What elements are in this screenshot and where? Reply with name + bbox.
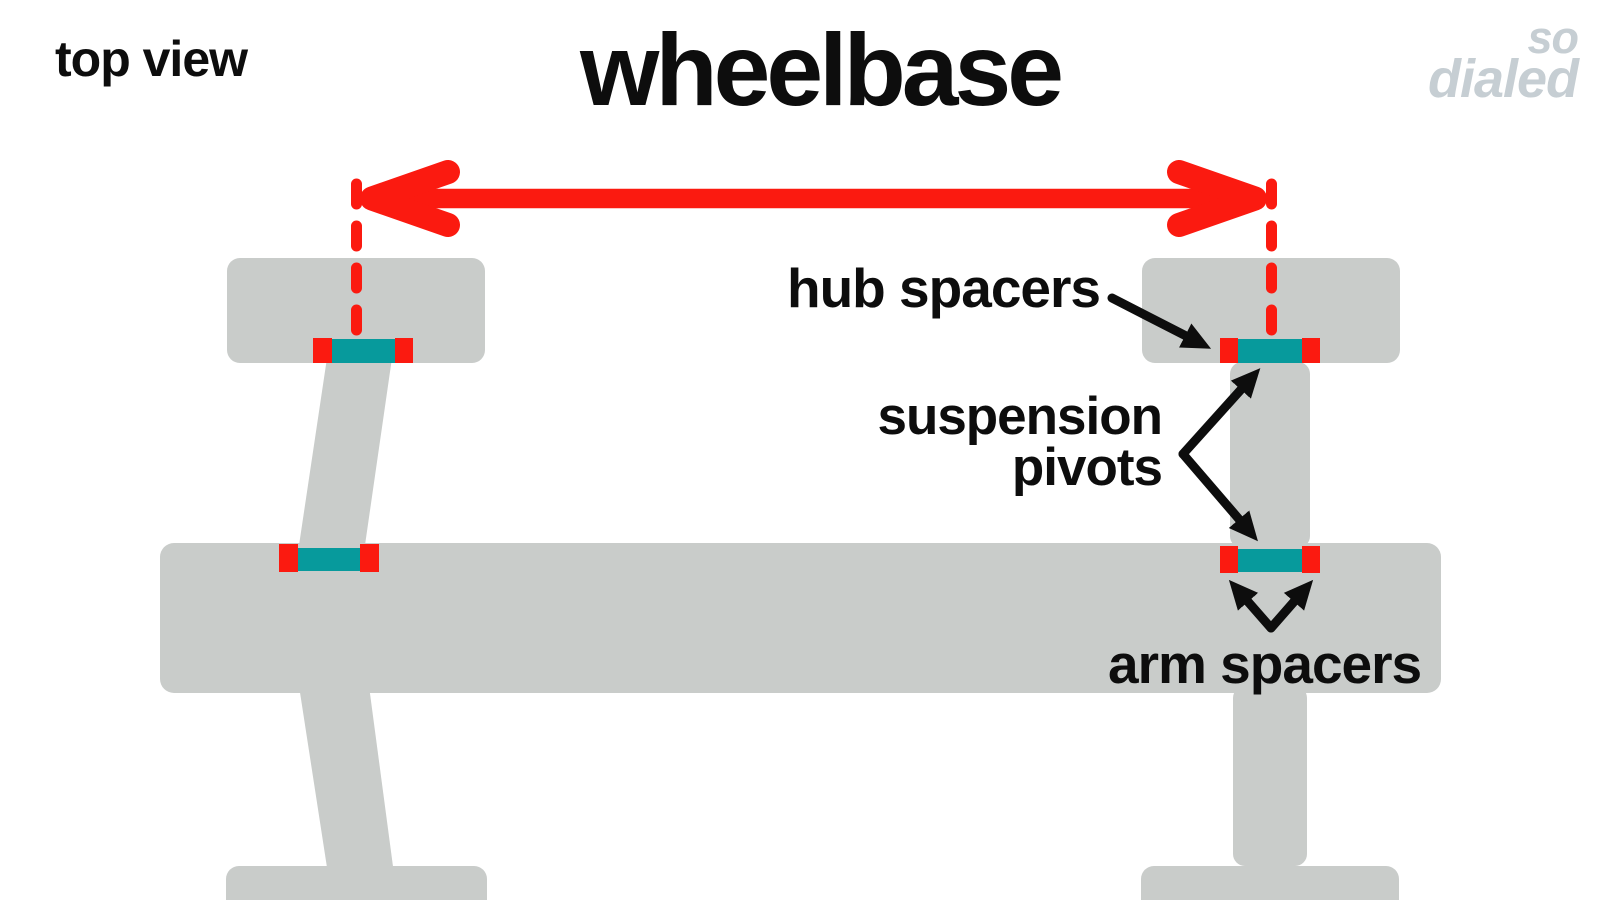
- pivot-bushings-teal: [298, 339, 1302, 572]
- hub-spacers-arrow: [1107, 293, 1212, 349]
- hub-spacer-right-outer: [1302, 338, 1320, 363]
- suspension-pivot-top-right: [1238, 339, 1302, 363]
- arm-spacer-right-inner: [1220, 546, 1238, 573]
- suspension-pivot-mid-right: [1238, 549, 1302, 572]
- suspension-arm-lower-left: [299, 686, 394, 874]
- view-label: top view: [55, 31, 248, 87]
- annotation-arrows: [1107, 293, 1314, 633]
- arm-spacers-arrow-left: [1228, 579, 1276, 633]
- hub-spacer-right-inner: [1220, 338, 1238, 363]
- hub-spacers-label: hub spacers: [786, 257, 1101, 319]
- suspension-pivot-mid-left: [298, 548, 360, 571]
- hub-block-bottom-left: [226, 866, 487, 900]
- suspension-arm-upper-left: [298, 358, 392, 552]
- arm-spacer-left-outer: [279, 544, 298, 572]
- suspension-pivots-arrow-upper: [1178, 368, 1261, 459]
- hub-spacer-left-outer: [313, 338, 332, 363]
- chassis-structure: [160, 258, 1441, 900]
- dimension-arrowhead-left-icon: [360, 160, 460, 237]
- hub-block-bottom-right: [1141, 866, 1399, 900]
- so-dialed-logo: so dialed: [1427, 12, 1579, 109]
- suspension-pivots-arrow-lower: [1178, 449, 1258, 542]
- dimension-arrowhead-right-icon: [1167, 160, 1267, 237]
- arm-spacers-label: arm spacers: [1108, 633, 1422, 695]
- arm-spacer-right-outer: [1302, 546, 1320, 573]
- logo-line-1: so: [1527, 12, 1579, 63]
- wheelbase-dimension: [351, 160, 1277, 354]
- suspension-pivots-label-line1: suspension: [877, 387, 1163, 446]
- suspension-pivots-label-line2: pivots: [1011, 437, 1163, 497]
- suspension-arm-lower-right: [1233, 686, 1307, 866]
- page-title: wheelbase: [580, 13, 1064, 127]
- arm-spacers-arrow-right: [1266, 579, 1314, 633]
- suspension-arm-upper-right: [1230, 362, 1310, 548]
- hub-spacer-left-inner: [395, 338, 413, 363]
- spacer-blocks-red: [279, 338, 1320, 573]
- chassis-plate: [160, 543, 1441, 693]
- arm-spacer-left-inner: [360, 544, 379, 572]
- logo-line-2: dialed: [1427, 48, 1579, 109]
- suspension-pivot-top-left: [332, 339, 395, 363]
- suspension-pivots-label: suspension pivots: [877, 387, 1163, 497]
